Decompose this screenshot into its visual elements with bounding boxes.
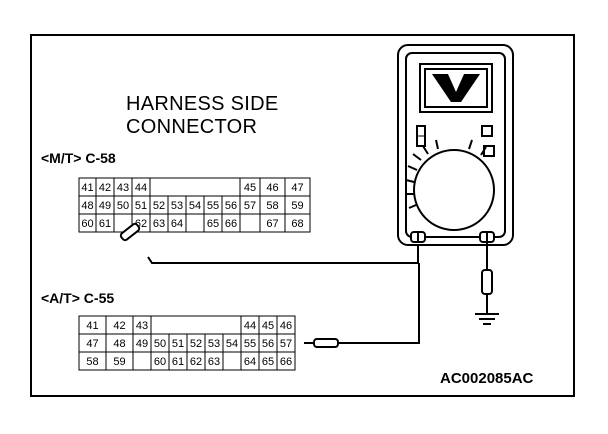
connector-mt-pin-number: 52 bbox=[153, 200, 165, 212]
connector-mt-pin-number: 51 bbox=[135, 200, 147, 212]
connector-mt-cavity bbox=[284, 213, 311, 233]
connector-mt-pin-number: 48 bbox=[81, 200, 93, 212]
connector-at-pin-number: 47 bbox=[86, 338, 98, 350]
meter-display bbox=[419, 63, 493, 113]
meter-button-1 bbox=[481, 125, 493, 137]
connector-mt-pin-number: 49 bbox=[99, 200, 111, 212]
wire-mt-to-meter bbox=[147, 240, 419, 264]
connector-mt-pin-number: 56 bbox=[225, 200, 237, 212]
connector-at-label: <A/T> C-55 bbox=[41, 290, 115, 306]
title-line-1: HARNESS SIDE bbox=[126, 93, 279, 115]
voltmeter bbox=[397, 44, 514, 246]
connector-at-pin-number: 44 bbox=[244, 320, 256, 332]
wire-at-to-meter bbox=[306, 263, 420, 344]
connector-at-pin-number: 63 bbox=[208, 356, 220, 368]
connector-mt-pin-number: 66 bbox=[225, 218, 237, 230]
connector-mt-pin-number: 53 bbox=[171, 200, 183, 212]
probe-at bbox=[304, 338, 339, 348]
connector-at-pin-number: 52 bbox=[190, 338, 202, 350]
connector-mt-cavity bbox=[168, 178, 186, 196]
ground-icon bbox=[475, 313, 499, 325]
connector-at-pin-number: 62 bbox=[190, 356, 202, 368]
connector-mt-pin-number: 43 bbox=[117, 182, 129, 194]
connector-mt-pin-number: 55 bbox=[207, 200, 219, 212]
connector-at-pin-number: 51 bbox=[172, 338, 184, 350]
connector-mt-pin-number: 59 bbox=[291, 200, 303, 212]
connector-at-pin-number: 50 bbox=[154, 338, 166, 350]
connector-at-cavity bbox=[222, 351, 242, 371]
connector-mt-pin-number: 46 bbox=[266, 182, 278, 194]
connector-mt-label: <M/T> C-58 bbox=[41, 150, 116, 166]
connector-at-pin-number: 60 bbox=[154, 356, 166, 368]
connector-at-pin-number: 58 bbox=[86, 356, 98, 368]
jack-volt bbox=[479, 231, 495, 243]
connector-mt-pin-number: 41 bbox=[81, 182, 93, 194]
meter-display-v-symbol bbox=[432, 74, 480, 102]
connector-mt-pin-number: 60 bbox=[81, 218, 93, 230]
connector-mt-pin-number: 57 bbox=[244, 200, 256, 212]
connector-mt-pin-number: 47 bbox=[291, 182, 303, 194]
connector-mt-pin-number: 50 bbox=[117, 200, 129, 212]
connector-mt-pin-number: 65 bbox=[207, 218, 219, 230]
connector-mt-cavity bbox=[185, 213, 205, 233]
connector-at-pin-number: 45 bbox=[262, 320, 274, 332]
connector-at-pin-number: 56 bbox=[262, 338, 274, 350]
connector-mt-pin-number: 58 bbox=[266, 200, 278, 212]
connector-at-pin-number: 46 bbox=[280, 320, 292, 332]
connector-at-pin-number: 65 bbox=[262, 356, 274, 368]
connector-mt-cavity bbox=[186, 178, 204, 196]
connector-at-pin-number: 49 bbox=[136, 338, 148, 350]
connector-mt-cavity bbox=[204, 178, 222, 196]
connector-at-latch bbox=[150, 315, 242, 334]
connector-at-cavity bbox=[205, 316, 223, 334]
connector-at-cavity bbox=[276, 351, 296, 371]
title-line-2: CONNECTOR bbox=[126, 116, 258, 138]
connector-mt-pin-number: 61 bbox=[99, 218, 111, 230]
connector-mt-pin-number: 45 bbox=[244, 182, 256, 194]
diagram-frame bbox=[30, 34, 575, 397]
connector-mt-cavity bbox=[239, 213, 261, 233]
connector-at-cavity bbox=[187, 316, 205, 334]
ground-lead bbox=[481, 242, 493, 314]
connector-at-pin-number: 48 bbox=[113, 338, 125, 350]
connector-mt: 41 42 43 44 45 46 47 48 49 50 51 52 53 54 55 56 57 58 59 60… bbox=[78, 177, 311, 233]
connector-mt-pin-number: 67 bbox=[266, 218, 278, 230]
probe-mt bbox=[119, 222, 141, 242]
connector-at-pin-number: 55 bbox=[244, 338, 256, 350]
connector-mt-pin-number: 64 bbox=[171, 218, 183, 230]
connector-mt-pin-number: 54 bbox=[189, 200, 201, 212]
connector-at-pin-number: 59 bbox=[113, 356, 125, 368]
connector-at-cavity bbox=[169, 316, 187, 334]
connector-mt-pin-number: 63 bbox=[153, 218, 165, 230]
jack-common bbox=[410, 231, 426, 243]
connector-at-pin-number: 41 bbox=[86, 320, 98, 332]
connector-mt-latch bbox=[149, 177, 241, 196]
connector-mt-pin-number: 44 bbox=[135, 182, 147, 194]
connector-at-cavity bbox=[132, 351, 152, 371]
connector-at-pin-number: 61 bbox=[172, 356, 184, 368]
connector-at-cavity bbox=[223, 316, 241, 334]
connector-at-pin-number: 54 bbox=[226, 338, 238, 350]
connector-at: 41 42 43 44 45 46 47 48 49 50 51 52 53 54 55 56 57 58 59 60… bbox=[78, 315, 296, 371]
connector-at-pin-number: 43 bbox=[136, 320, 148, 332]
connector-at-cavity bbox=[151, 316, 169, 334]
connector-mt-cavity bbox=[150, 178, 168, 196]
connector-mt-cavity bbox=[222, 178, 240, 196]
connector-at-pin-number: 53 bbox=[208, 338, 220, 350]
connector-mt-pin-number: 42 bbox=[99, 182, 111, 194]
connector-at-pin-number: 57 bbox=[280, 338, 292, 350]
range-dial bbox=[413, 149, 495, 231]
connector-at-pin-number: 66 bbox=[280, 356, 292, 368]
drawing-code: AC002085AC bbox=[440, 370, 534, 387]
connector-at-pin-number: 64 bbox=[244, 356, 256, 368]
connector-mt-pin-number: 68 bbox=[291, 218, 303, 230]
connector-at-pin-number: 42 bbox=[113, 320, 125, 332]
